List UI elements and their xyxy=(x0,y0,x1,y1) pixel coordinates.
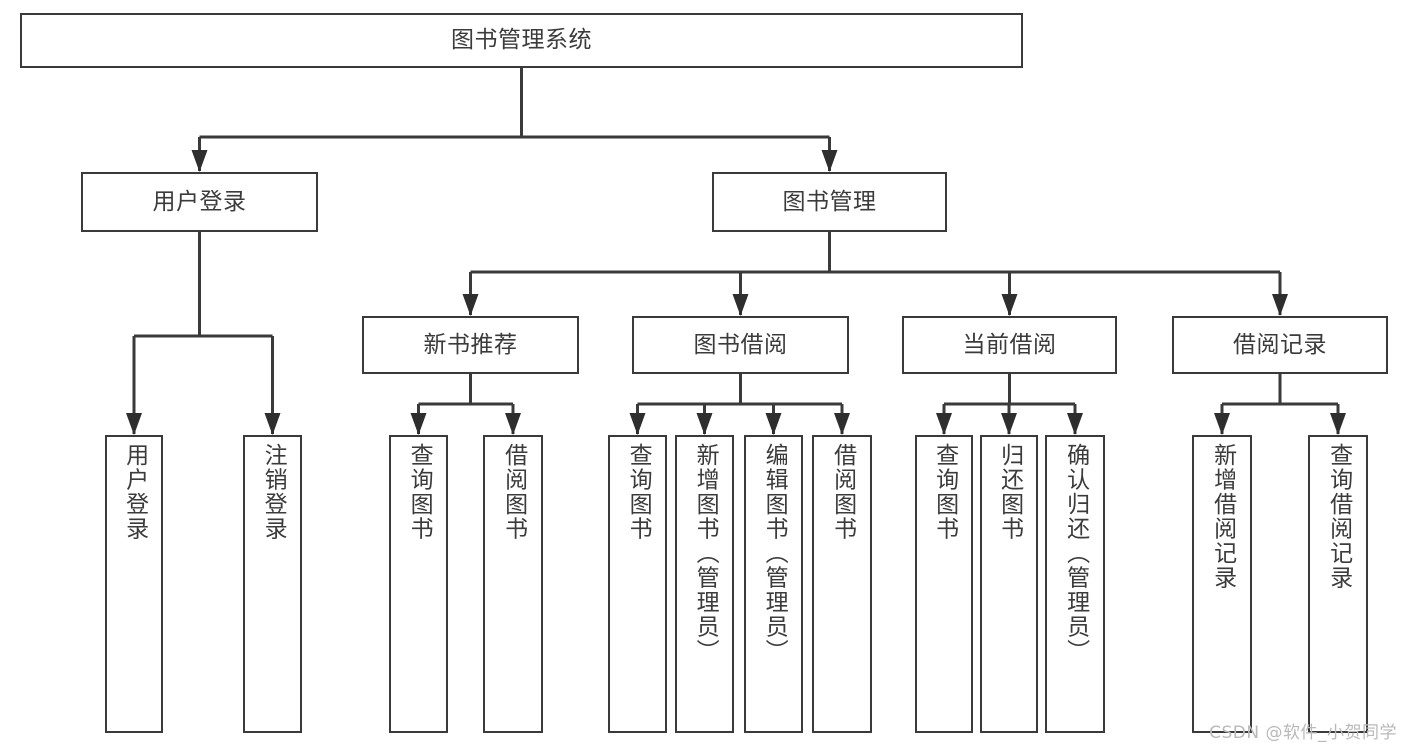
node-label: 新书推荐 xyxy=(423,331,518,358)
node-leaf-query-book-3[interactable]: 查询图书 xyxy=(915,435,973,733)
node-book-manage[interactable]: 图书管理 xyxy=(712,172,947,232)
node-label: 借阅记录 xyxy=(1233,331,1327,358)
node-current-borrow[interactable]: 当前借阅 xyxy=(902,316,1117,374)
node-user-login[interactable]: 用户登录 xyxy=(81,172,318,232)
node-label: 新增借阅记录 xyxy=(1209,443,1236,590)
node-label: 查询图书 xyxy=(406,443,433,541)
node-leaf-query-book-2[interactable]: 查询图书 xyxy=(608,435,667,733)
node-label: 用户登录 xyxy=(121,443,148,541)
node-label: 确认归还（管理员） xyxy=(1062,443,1089,664)
node-label: 借阅图书 xyxy=(500,443,527,541)
node-label: 图书管理 xyxy=(782,188,877,215)
node-label: 查询图书 xyxy=(931,443,958,541)
node-label: 借阅图书 xyxy=(829,443,856,541)
node-leaf-edit-book[interactable]: 编辑图书（管理员） xyxy=(744,435,803,733)
node-leaf-add-book[interactable]: 新增图书（管理员） xyxy=(675,435,734,733)
node-new-book-rec[interactable]: 新书推荐 xyxy=(362,316,579,374)
node-label: 图书管理系统 xyxy=(451,27,592,54)
node-leaf-user-login[interactable]: 用户登录 xyxy=(105,435,163,733)
node-leaf-add-record[interactable]: 新增借阅记录 xyxy=(1192,435,1252,733)
node-borrow-record[interactable]: 借阅记录 xyxy=(1172,316,1388,374)
node-book-borrow[interactable]: 图书借阅 xyxy=(632,316,849,374)
node-label: 当前借阅 xyxy=(962,331,1057,358)
node-leaf-query-book-1[interactable]: 查询图书 xyxy=(389,435,448,733)
node-leaf-logout[interactable]: 注销登录 xyxy=(243,435,302,733)
node-label: 查询借阅记录 xyxy=(1325,443,1352,590)
node-leaf-borrow-book-1[interactable]: 借阅图书 xyxy=(483,435,543,733)
node-label: 查询图书 xyxy=(625,443,652,541)
node-leaf-borrow-book-2[interactable]: 借阅图书 xyxy=(812,435,872,733)
node-label: 注销登录 xyxy=(260,443,287,541)
watermark-label: CSDN @软件_小贺同学 xyxy=(1209,723,1397,743)
node-label: 用户登录 xyxy=(152,188,247,215)
node-label: 图书借阅 xyxy=(693,331,788,358)
node-root[interactable]: 图书管理系统 xyxy=(20,13,1023,68)
node-leaf-query-record[interactable]: 查询借阅记录 xyxy=(1308,435,1368,733)
node-leaf-confirm-return[interactable]: 确认归还（管理员） xyxy=(1045,435,1105,733)
node-label: 编辑图书（管理员） xyxy=(761,443,788,664)
node-leaf-return-book[interactable]: 归还图书 xyxy=(980,435,1038,733)
node-label: 新增图书（管理员） xyxy=(692,443,719,664)
node-label: 归还图书 xyxy=(996,443,1023,541)
